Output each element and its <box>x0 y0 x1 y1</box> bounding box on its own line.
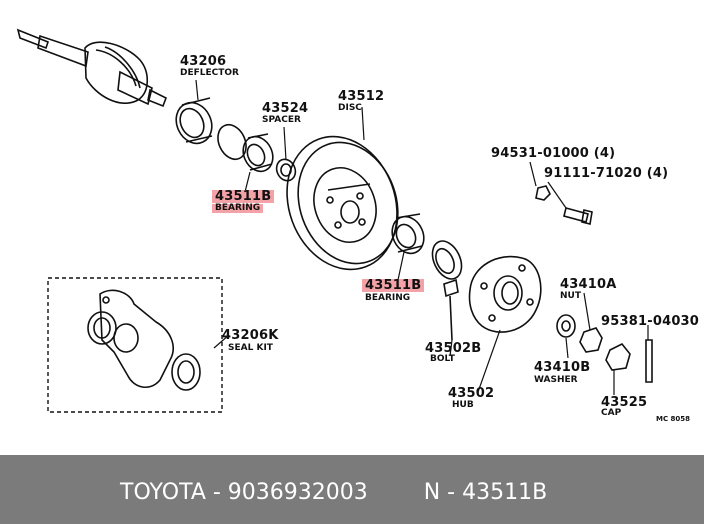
bolt-91111-illustration <box>563 207 593 225</box>
knuckle-illustration <box>87 289 201 391</box>
footer-bar <box>0 455 704 524</box>
washer-part-number: 43410B <box>534 360 591 375</box>
seal-illustration <box>431 240 463 280</box>
deflector-illustration <box>175 97 213 145</box>
nut-illustration <box>579 327 603 353</box>
cap-illustration <box>605 342 631 371</box>
hub-bolt-part-name: BOLT <box>430 354 455 364</box>
nut-part-number: 43410A <box>560 277 617 292</box>
bolt-91111-part-number: 91111-71020 (4) <box>544 166 669 181</box>
cap-rod-illustration <box>645 339 653 383</box>
disc-illustration <box>286 135 399 271</box>
bearing-1-part-name: BEARING <box>212 204 264 213</box>
seal-kit-dashed-box <box>47 277 223 413</box>
nut-94531-part-number: 94531-01000 (4) <box>491 146 616 161</box>
deflector-part-name: DEFLECTOR <box>180 68 239 78</box>
bearing-2-illustration <box>391 213 425 255</box>
drive-shaft-illustration <box>16 28 168 108</box>
washer-illustration <box>556 314 576 338</box>
small-nut-illustration <box>535 185 551 201</box>
deflector-part-number: 43206 <box>180 54 227 69</box>
bearing-2-part-number: 43511B <box>362 279 425 292</box>
seal-kit-part-name: SEAL KIT <box>228 343 273 353</box>
cap-part-number: 43525 <box>601 395 648 410</box>
bearing-1-illustration <box>242 133 274 173</box>
seal-kit-part-number: 43206K <box>222 328 279 343</box>
leader-lines <box>195 79 649 395</box>
hub-bolt-illustration <box>443 278 459 341</box>
cap-part-name: CAP <box>601 408 622 418</box>
disc-part-number: 43512 <box>338 89 385 104</box>
disc-part-name: DISC <box>338 103 362 113</box>
hub-part-name: HUB <box>452 400 474 410</box>
spacer-part-number: 43524 <box>262 101 309 116</box>
hub-bolt-part-number: 43502B <box>425 341 482 356</box>
snap-ring-illustration <box>217 123 247 161</box>
bearing-2-part-name: BEARING <box>365 293 411 303</box>
hub-part-number: 43502 <box>448 386 495 401</box>
hub-illustration <box>468 255 542 333</box>
parts-diagram <box>16 28 653 413</box>
nut-part-name: NUT <box>560 291 581 301</box>
spacer-part-name: SPACER <box>262 115 301 125</box>
footer-caption: TOYOTA - 9036932003 N - 43511B <box>120 480 548 505</box>
bearing-1-part-number: 43511B <box>212 190 275 203</box>
diagram-code: MC 8058 <box>656 415 691 423</box>
washer-part-name: WASHER <box>534 375 578 385</box>
cap-rod-part-number: 95381-04030 <box>601 314 700 329</box>
